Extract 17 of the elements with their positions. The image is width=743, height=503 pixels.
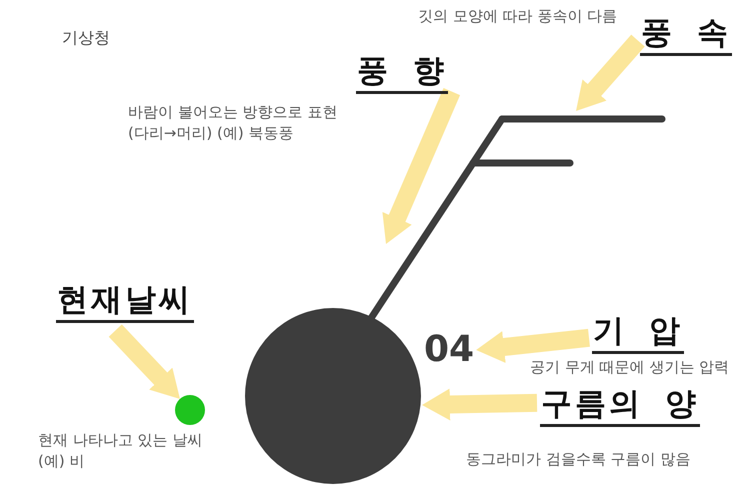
description-text: 공기 무게 때문에 생기는 압력: [530, 357, 730, 378]
pressure-value: 04: [424, 332, 474, 368]
description-text: 동그라미가 검을수록 구름이 많음: [466, 449, 690, 470]
heading: 현재날씨: [56, 283, 194, 323]
heading: 풍 속: [640, 16, 732, 56]
wind-staff: [368, 116, 506, 321]
dot-icon: [175, 395, 205, 425]
description-text: 바람이 불어오는 방향으로 표현 (다리→머리) (예) 북동풍: [128, 102, 338, 144]
heading: 구름의 양: [540, 387, 700, 427]
heading: 기 압: [592, 314, 684, 354]
station-circle: [245, 308, 421, 484]
heading: 풍 향: [356, 54, 448, 94]
description-text: 현재 나타나고 있는 날씨 (예) 비: [38, 430, 204, 472]
arrow: [422, 388, 538, 420]
agency-name: 기상청: [62, 28, 110, 49]
description-text: 깃의 모양에 따라 풍속이 다름: [418, 6, 618, 27]
arrow: [475, 328, 590, 363]
